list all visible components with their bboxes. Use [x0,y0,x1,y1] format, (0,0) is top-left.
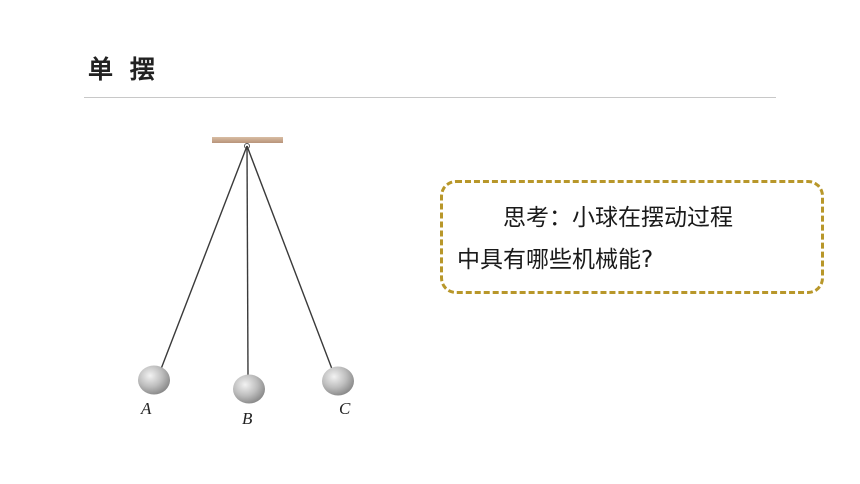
slide-title: 单 摆 [88,55,159,84]
ball-c [322,366,354,396]
think-line-2: 中具有哪些机械能? [457,247,654,273]
label-c: C [339,399,351,418]
string-c [246,145,333,370]
title-divider [84,97,776,98]
think-question-box: 思考：小球在摆动过程 中具有哪些机械能? [440,180,824,294]
string-b [246,145,249,377]
think-line-1: 思考：小球在摆动过程 [457,197,807,239]
think-text-1: 思考：小球在摆动过程 [503,205,733,231]
string-a [160,145,248,370]
ball-a [138,365,170,395]
pendulum-support [212,137,283,143]
label-a: A [140,399,152,418]
label-b: B [242,409,253,428]
ball-b [233,374,265,404]
